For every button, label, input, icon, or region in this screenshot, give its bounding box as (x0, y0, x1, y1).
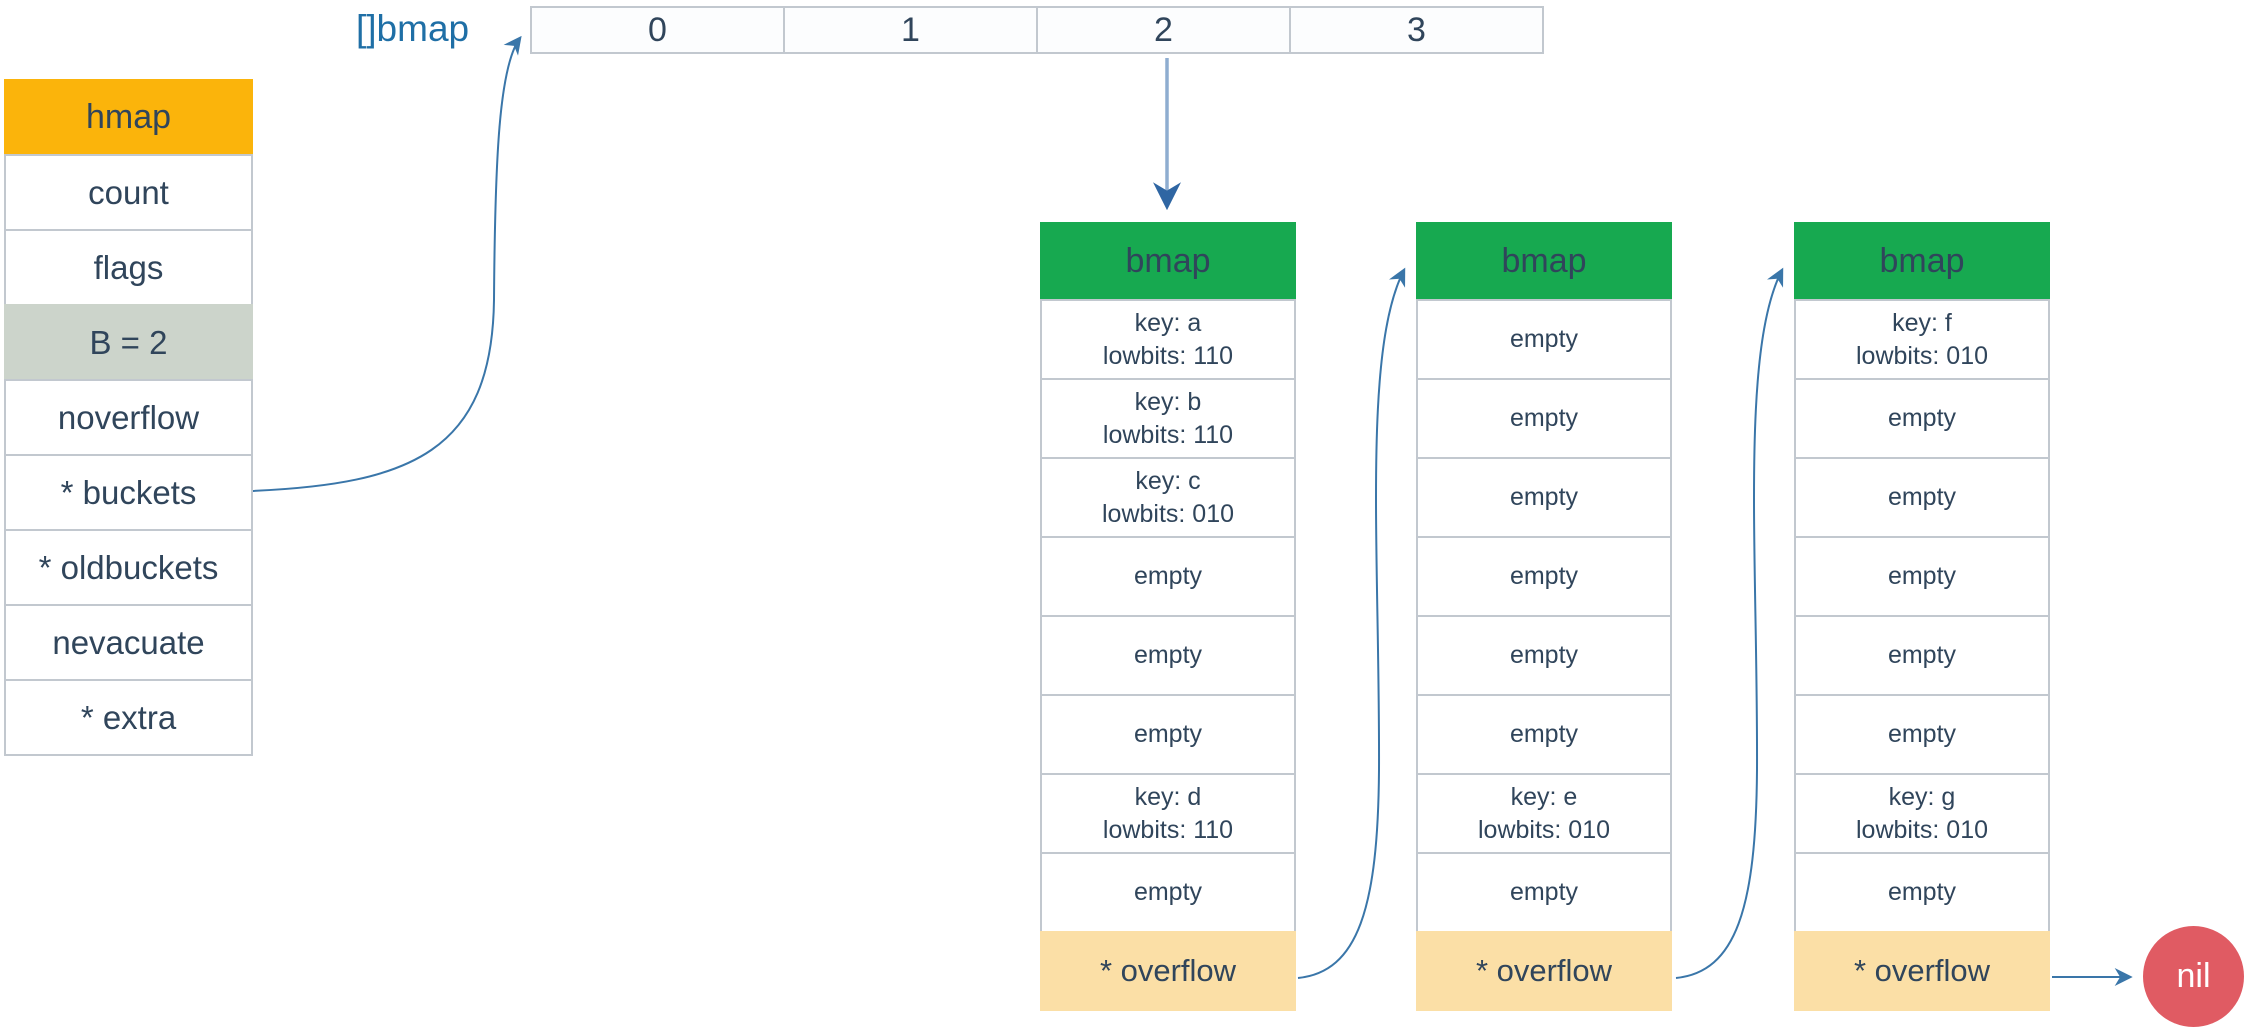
hmap-field-nevacuate: nevacuate (4, 604, 253, 681)
hmap-field-oldbuckets: * oldbuckets (4, 529, 253, 606)
slot-key: empty (1509, 562, 1579, 591)
bucket-overflow: * overflow (1416, 931, 1672, 1011)
slot-key: empty (1509, 404, 1579, 433)
slot-key: empty (1887, 562, 1957, 591)
bucket-slot: key: g lowbits: 010 (1794, 773, 2050, 854)
slot-lowbits: lowbits: 110 (1102, 341, 1234, 370)
bucket-slot: empty (1794, 852, 2050, 933)
slot-key: empty (1133, 878, 1203, 907)
bmap-array: 0 1 2 3 (530, 6, 1544, 54)
slot-key: empty (1509, 641, 1579, 670)
bucket-slot: empty (1416, 378, 1672, 459)
bucket-slot: empty (1040, 694, 1296, 775)
slot-lowbits: lowbits: 110 (1102, 815, 1234, 844)
slot-key: key: d (1134, 783, 1202, 811)
bucket-header: bmap (1416, 222, 1672, 301)
bucket-slot: empty (1040, 852, 1296, 933)
bucket-slot: empty (1040, 615, 1296, 696)
array-cell-2: 2 (1036, 6, 1291, 54)
slot-lowbits: lowbits: 010 (1855, 815, 1989, 844)
slot-key: empty (1509, 878, 1579, 907)
slot-key: key: e (1510, 783, 1578, 811)
nil-node: nil (2143, 926, 2244, 1027)
slot-key: empty (1509, 325, 1579, 354)
bucket-slot: empty (1794, 694, 2050, 775)
hmap-field-extra: * extra (4, 679, 253, 756)
bmap-array-label: []bmap (356, 8, 470, 49)
arrow-overflow1-to-bucket2 (1297, 267, 1406, 979)
arrow-overflow2-to-bucket3 (1675, 267, 1784, 979)
arrow-buckets-to-array (251, 35, 522, 492)
hmap-field-count: count (4, 154, 253, 231)
slot-key: empty (1887, 878, 1957, 907)
slot-key: key: c (1135, 467, 1201, 495)
bucket-header: bmap (1794, 222, 2050, 301)
slot-key: empty (1133, 562, 1203, 591)
slot-key: empty (1887, 641, 1957, 670)
bucket-slot: key: d lowbits: 110 (1040, 773, 1296, 854)
slot-lowbits: lowbits: 010 (1855, 341, 1989, 370)
slot-key: empty (1133, 720, 1203, 749)
bucket-slot: key: b lowbits: 110 (1040, 378, 1296, 459)
slot-key: empty (1133, 641, 1203, 670)
array-cell-1: 1 (783, 6, 1038, 54)
bucket-slot: empty (1416, 852, 1672, 933)
slot-key: empty (1887, 404, 1957, 433)
bucket-slot: key: e lowbits: 010 (1416, 773, 1672, 854)
slot-key: empty (1887, 720, 1957, 749)
slot-key: key: g (1888, 783, 1956, 811)
slot-key: key: f (1892, 309, 1952, 337)
bucket-slot: key: a lowbits: 110 (1040, 299, 1296, 380)
bucket-slot: empty (1794, 536, 2050, 617)
bucket-slot: empty (1416, 615, 1672, 696)
bucket-slot: empty (1794, 615, 2050, 696)
array-cell-0: 0 (530, 6, 785, 54)
hmap-struct: hmap count flags B = 2 noverflow * bucke… (4, 79, 253, 756)
slot-key: key: a (1134, 309, 1202, 337)
hmap-field-b: B = 2 (4, 304, 253, 381)
bucket-slot: empty (1040, 536, 1296, 617)
bucket-slot: key: c lowbits: 010 (1040, 457, 1296, 538)
bucket-2: bmap empty empty empty empty empty empty… (1416, 222, 1672, 1011)
bucket-overflow: * overflow (1040, 931, 1296, 1011)
bucket-slot: key: f lowbits: 010 (1794, 299, 2050, 380)
bucket-slot: empty (1416, 536, 1672, 617)
slot-key: empty (1887, 483, 1957, 512)
bucket-slot: empty (1416, 694, 1672, 775)
slot-lowbits: lowbits: 010 (1477, 815, 1611, 844)
bucket-overflow: * overflow (1794, 931, 2050, 1011)
bucket-slot: empty (1794, 378, 2050, 459)
hmap-field-noverflow: noverflow (4, 379, 253, 456)
bucket-3: bmap key: f lowbits: 010 empty empty emp… (1794, 222, 2050, 1011)
bucket-slot: empty (1794, 457, 2050, 538)
slot-key: key: b (1134, 388, 1202, 416)
bucket-1: bmap key: a lowbits: 110 key: b lowbits:… (1040, 222, 1296, 1011)
hmap-field-flags: flags (4, 229, 253, 306)
hmap-title: hmap (4, 79, 253, 156)
slot-key: empty (1509, 720, 1579, 749)
slot-lowbits: lowbits: 010 (1101, 499, 1235, 528)
hmap-field-buckets: * buckets (4, 454, 253, 531)
bucket-header: bmap (1040, 222, 1296, 301)
slot-key: empty (1509, 483, 1579, 512)
bucket-slot: empty (1416, 457, 1672, 538)
array-cell-3: 3 (1289, 6, 1544, 54)
slot-lowbits: lowbits: 110 (1102, 420, 1234, 449)
bucket-slot: empty (1416, 299, 1672, 380)
